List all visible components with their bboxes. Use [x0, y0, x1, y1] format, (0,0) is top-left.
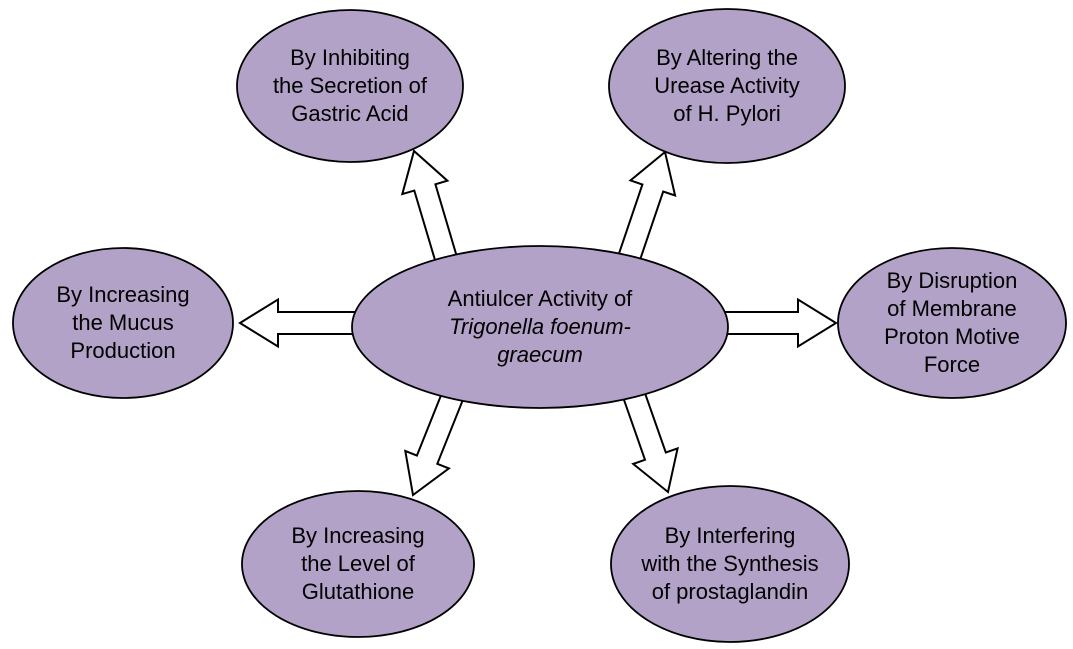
arrow-left [238, 297, 366, 349]
ellipse-top-right [608, 8, 846, 164]
ellipse-bottom-left [241, 490, 475, 638]
ellipse-top-left [236, 9, 464, 163]
ellipse-left [12, 247, 234, 399]
arrow-right [714, 297, 838, 349]
ellipse-bottom-right [610, 485, 850, 643]
ellipse-right [837, 247, 1067, 399]
ellipse-center [351, 245, 729, 409]
arrow-bottom-left [404, 384, 467, 497]
